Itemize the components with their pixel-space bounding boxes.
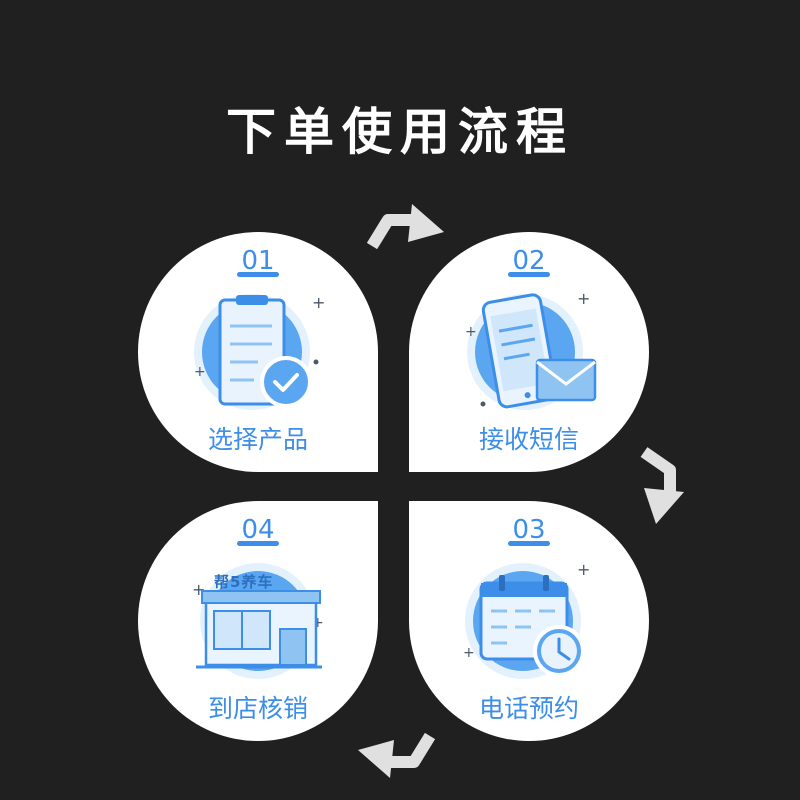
svg-text:+: + bbox=[312, 615, 324, 631]
step-number-underline bbox=[508, 272, 550, 277]
step-label: 选择产品 bbox=[207, 425, 308, 454]
step-number: 04 bbox=[241, 515, 275, 545]
step-card-01[interactable]: 01 + + 选择产品 bbox=[138, 232, 378, 472]
svg-text:+: + bbox=[577, 289, 590, 308]
arrow-right-icon bbox=[366, 204, 444, 250]
phone-message-icon: + + bbox=[459, 286, 599, 414]
step-number-underline bbox=[508, 541, 550, 546]
arrow-left-icon bbox=[358, 732, 436, 778]
arrow-down-icon bbox=[640, 447, 684, 524]
step-card-04[interactable]: 04 + + 帮5养车 到店核销 bbox=[138, 501, 378, 741]
svg-text:+: + bbox=[194, 364, 206, 380]
step-number-underline bbox=[237, 272, 279, 277]
step-label: 电话预约 bbox=[478, 694, 579, 723]
step-number: 03 bbox=[512, 515, 546, 545]
svg-text:+: + bbox=[577, 560, 590, 579]
store-icon: + + 帮5养车 bbox=[188, 555, 328, 683]
step-label: 接收短信 bbox=[478, 425, 579, 454]
calendar-clock-icon: + + bbox=[459, 555, 599, 683]
svg-text:+: + bbox=[465, 324, 477, 340]
page-title: 下单使用流程 bbox=[226, 103, 574, 161]
svg-text:+: + bbox=[463, 645, 475, 661]
clipboard-check-icon: + + bbox=[188, 286, 328, 414]
step-number: 02 bbox=[512, 246, 546, 276]
step-card-02[interactable]: 02 + + 接收短信 bbox=[409, 232, 649, 472]
step-label: 到店核销 bbox=[207, 694, 308, 723]
step-card-03[interactable]: 03 + + 电话预约 bbox=[409, 501, 649, 741]
step-number: 01 bbox=[241, 246, 275, 276]
step-number-underline bbox=[237, 541, 279, 546]
svg-text:+: + bbox=[312, 293, 325, 312]
store-sign-text: 帮5养车 bbox=[214, 573, 274, 591]
